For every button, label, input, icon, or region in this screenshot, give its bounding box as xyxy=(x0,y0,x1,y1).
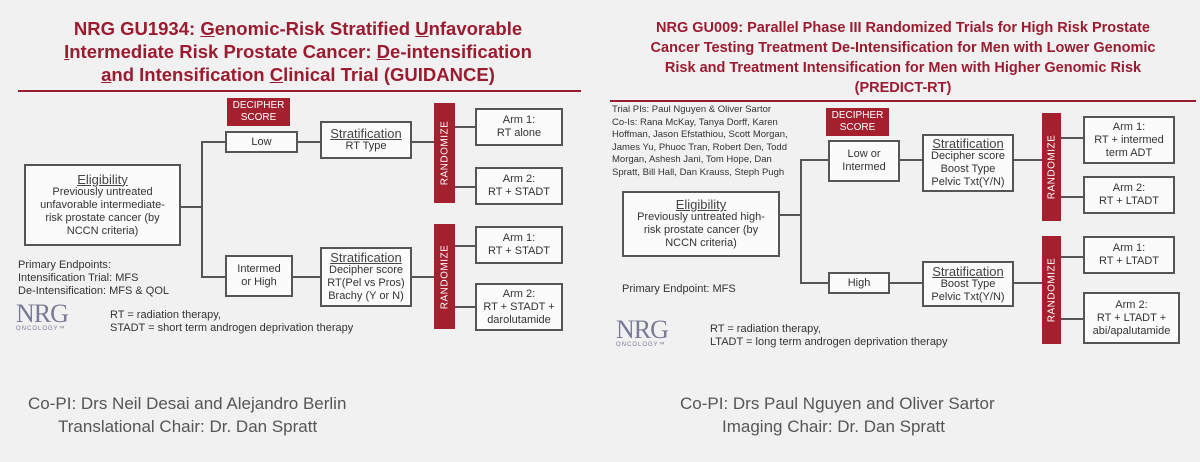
left-connector xyxy=(201,141,225,143)
left-eligibility-text: Previously untreated unfavorable interme… xyxy=(40,185,165,237)
right-high-box: High xyxy=(828,272,890,294)
left-connector xyxy=(292,276,320,278)
right-connector xyxy=(1014,159,1042,161)
left-stratification-heading-1: Stratification xyxy=(330,126,402,141)
left-connector xyxy=(455,306,475,308)
right-eligibility-box: Eligibility Previously untreated high- r… xyxy=(622,191,780,257)
right-abbreviation-legend: RT = radiation therapy, LTADT = long ter… xyxy=(710,323,948,348)
right-eligibility-text: Previously untreated high- risk prostate… xyxy=(637,211,765,249)
right-connector xyxy=(890,282,922,284)
left-arm-box-3: Arm 1: RT + STADT xyxy=(475,226,563,264)
left-chair-credit: Translational Chair: Dr. Dan Spratt xyxy=(58,417,318,436)
left-arm-box-2: Arm 2: RT + STADT xyxy=(475,167,563,205)
right-stratification-box-1: Stratification Decipher score Boost Type… xyxy=(922,134,1014,192)
right-connector xyxy=(1061,256,1083,258)
right-trial-investigators: Trial PIs: Paul Nguyen & Oliver Sartor C… xyxy=(612,104,788,178)
left-intermed-high-label: Intermed or High xyxy=(237,263,281,288)
right-arm-text-1: Arm 1: RT + intermed term ADT xyxy=(1094,120,1164,159)
right-nrg-logo: NRG ONCOLOGY™ xyxy=(616,315,669,349)
left-stratification-box-2: Stratification Decipher score RT(Pel vs … xyxy=(320,247,412,307)
left-randomize-label-2: RANDOMIZE xyxy=(439,244,450,309)
right-connector xyxy=(800,282,828,284)
left-eligibility-heading: Eligibility xyxy=(77,171,128,187)
left-logo-wordmark: NRG xyxy=(16,299,69,328)
right-arm-text-3: Arm 1: RT + LTADT xyxy=(1098,242,1159,267)
right-co-pi-credit: Co-PI: Drs Paul Nguyen and Oliver Sartor xyxy=(680,394,995,413)
right-low-intermed-box: Low or Intermed xyxy=(828,140,900,182)
right-stratification-box-2: Stratification Boost Type Pelvic Txt(Y/N… xyxy=(922,261,1014,307)
right-low-intermed-label: Low or Intermed xyxy=(842,148,886,173)
left-connector xyxy=(201,276,225,278)
left-intermed-high-box: Intermed or High xyxy=(225,255,293,297)
right-arm-box-2: Arm 2: RT + LTADT xyxy=(1083,176,1175,214)
right-randomize-bar-1: RANDOMIZE xyxy=(1042,113,1061,221)
left-randomize-bar-2: RANDOMIZE xyxy=(434,224,455,329)
left-arm-box-1: Arm 1: RT alone xyxy=(475,108,563,146)
right-arm-box-3: Arm 1: RT + LTADT xyxy=(1083,236,1175,274)
right-connector xyxy=(900,159,922,161)
right-randomize-label-1: RANDOMIZE xyxy=(1046,134,1057,200)
left-stratification-text-1: RT Type xyxy=(345,140,387,152)
left-title-rule xyxy=(18,90,581,92)
left-stratification-box-1: Stratification RT Type xyxy=(320,121,412,159)
left-arm-text-2: Arm 2: RT + STADT xyxy=(487,173,551,198)
right-stratification-text-1: Decipher score Boost Type Pelvic Txt(Y/N… xyxy=(931,150,1005,188)
left-title: NRG GU1934: Genomic-Risk Stratified Unfa… xyxy=(64,18,532,85)
left-connector xyxy=(455,186,475,188)
right-decipher-score-label: DECIPHER SCORE xyxy=(826,108,889,136)
left-stratification-heading-2: Stratification xyxy=(330,250,402,265)
left-low-box: Low xyxy=(225,131,298,153)
right-randomize-bar-2: RANDOMIZE xyxy=(1042,236,1061,344)
left-abbreviation-legend: RT = radiation therapy, STADT = short te… xyxy=(110,309,354,334)
left-eligibility-box: Eligibility Previously untreated unfavor… xyxy=(24,164,181,246)
right-randomize-label-2: RANDOMIZE xyxy=(1046,257,1057,323)
left-arm-text-3: Arm 1: RT + STADT xyxy=(487,232,551,257)
right-stratification-heading-2: Stratification xyxy=(932,263,1004,279)
left-connector xyxy=(412,141,434,143)
right-stratification-text-2: Boost Type Pelvic Txt(Y/N) xyxy=(931,277,1005,303)
left-randomize-label-1: RANDOMIZE xyxy=(439,120,450,186)
left-connector xyxy=(455,126,475,128)
right-logo-wordmark: NRG xyxy=(616,315,669,344)
right-stratification-heading-1: Stratification xyxy=(932,136,1004,151)
right-slide: NRG GU009: Parallel Phase III Randomized… xyxy=(600,0,1200,462)
left-connector xyxy=(412,276,434,278)
right-arm-box-1: Arm 1: RT + intermed term ADT xyxy=(1083,116,1175,164)
right-logo-subtext: ONCOLOGY™ xyxy=(616,342,666,348)
right-connector xyxy=(800,159,828,161)
right-high-label: High xyxy=(847,276,871,289)
left-connector xyxy=(298,141,320,143)
left-randomize-bar-1: RANDOMIZE xyxy=(434,103,455,203)
right-chair-credit: Imaging Chair: Dr. Dan Spratt xyxy=(722,417,945,436)
right-arm-text-2: Arm 2: RT + LTADT xyxy=(1098,182,1159,207)
left-stratification-text-2: Decipher score RT(Pel vs Pros) Brachy (Y… xyxy=(327,264,405,302)
left-slide: NRG GU1934: Genomic-Risk Stratified Unfa… xyxy=(0,0,592,462)
right-connector xyxy=(1061,137,1083,139)
right-connector xyxy=(1061,318,1083,320)
right-arm-text-4: Arm 2: RT + LTADT + abi/apalutamide xyxy=(1092,298,1171,337)
right-connector xyxy=(1014,282,1042,284)
right-connector xyxy=(779,214,801,216)
right-eligibility-heading: Eligibility xyxy=(675,197,727,212)
left-co-pi-credit: Co-PI: Drs Neil Desai and Alejandro Berl… xyxy=(28,394,347,413)
left-arm-text-1: Arm 1: RT alone xyxy=(496,114,542,139)
left-connector xyxy=(201,141,203,277)
right-connector xyxy=(800,159,802,283)
left-decipher-score-label: DECIPHER SCORE xyxy=(227,98,290,126)
right-connector xyxy=(1061,196,1083,198)
left-primary-endpoints: Primary Endpoints: Intensification Trial… xyxy=(18,259,169,297)
left-low-label: Low xyxy=(251,135,272,148)
left-logo-subtext: ONCOLOGY™ xyxy=(16,326,66,332)
right-title: NRG GU009: Parallel Phase III Randomized… xyxy=(650,20,1156,96)
right-primary-endpoint: Primary Endpoint: MFS xyxy=(622,283,736,295)
right-arm-box-4: Arm 2: RT + LTADT + abi/apalutamide xyxy=(1083,292,1180,344)
left-connector xyxy=(455,245,475,247)
left-connector xyxy=(180,206,202,208)
left-arm-text-4: Arm 2: RT + STADT + darolutamide xyxy=(483,287,555,326)
right-title-rule xyxy=(610,100,1196,102)
left-nrg-logo: NRG ONCOLOGY™ xyxy=(16,299,69,333)
left-arm-box-4: Arm 2: RT + STADT + darolutamide xyxy=(475,283,563,331)
